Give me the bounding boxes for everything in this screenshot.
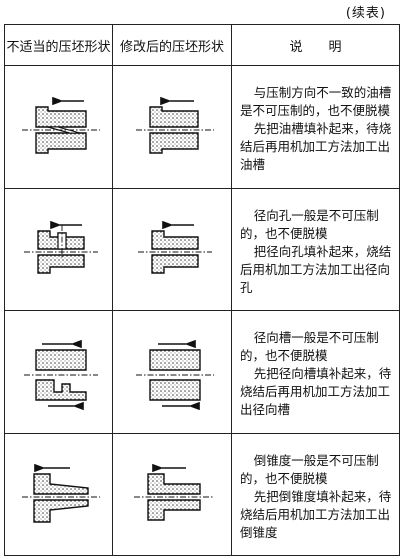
description-line: 径向孔一般是不可压制的，也不便脱模 bbox=[240, 207, 379, 241]
description-line: 先把倒锥度填补起来，待烧结后用机加工方法加工出倒锥度 bbox=[240, 488, 392, 540]
description-line: 把径向孔填补起来，烧结后用机加工方法加工出径向孔 bbox=[240, 243, 392, 295]
description-radial-groove: 径向槽一般是不可压制的，也不便脱模 先把径向槽填补起来，待烧结后再用机加工方法加… bbox=[231, 310, 400, 434]
figure-modified-radial-groove bbox=[112, 310, 232, 434]
table-row: 径向槽一般是不可压制的，也不便脱模 先把径向槽填补起来，待烧结后再用机加工方法加… bbox=[4, 310, 400, 434]
header-unsuitable: 不适当的压坯形状 bbox=[4, 24, 113, 66]
table-row: 倒锥度一般是不可压制的，也不便脱模 先把倒锥度填补起来，待烧结后用机加工方法加工… bbox=[4, 432, 400, 556]
figure-unsuitable-reverse-taper bbox=[4, 432, 113, 556]
figure-unsuitable-oil-groove bbox=[4, 65, 113, 189]
header-row: 不适当的压坯形状 修改后的压坯形状 说 明 bbox=[4, 24, 400, 66]
description-line: 先把油槽填补起来，待烧结后再用机加工方法加工出油槽 bbox=[240, 121, 392, 172]
description-line: 径向槽一般是不可压制的，也不便脱模 bbox=[240, 330, 379, 363]
description-reverse-taper: 倒锥度一般是不可压制的，也不便脱模 先把倒锥度填补起来，待烧结后用机加工方法加工… bbox=[231, 432, 400, 556]
description-line: 与压制方向不一致的油槽是不可压制的，也不便脱模 bbox=[240, 85, 392, 118]
description-radial-hole: 径向孔一般是不可压制的，也不便脱模 把径向孔填补起来，烧结后用机加工方法加工出径… bbox=[231, 187, 400, 311]
figure-modified-radial-hole bbox=[112, 187, 232, 311]
figure-modified-oil-groove bbox=[112, 65, 232, 189]
figure-modified-reverse-taper bbox=[112, 432, 232, 556]
table-row: 径向孔一般是不可压制的，也不便脱模 把径向孔填补起来，烧结后用机加工方法加工出径… bbox=[4, 187, 400, 311]
continuation-label: (续表) bbox=[345, 6, 386, 21]
figure-unsuitable-radial-hole bbox=[4, 187, 113, 311]
figure-unsuitable-radial-groove bbox=[4, 310, 113, 434]
header-description: 说 明 bbox=[231, 24, 400, 66]
header-modified: 修改后的压坯形状 bbox=[112, 24, 232, 66]
description-oil-groove: 与压制方向不一致的油槽是不可压制的，也不便脱模 先把油槽填补起来，待烧结后再用机… bbox=[231, 65, 400, 189]
description-line: 先把径向槽填补起来，待烧结后再用机加工方法加工出径向槽 bbox=[240, 366, 392, 417]
description-line: 倒锥度一般是不可压制的，也不便脱模 bbox=[240, 452, 379, 486]
comparison-table: 不适当的压坯形状 修改后的压坯形状 说 明 与压制方向不一致的油 bbox=[4, 24, 400, 556]
table-row: 与压制方向不一致的油槽是不可压制的，也不便脱模 先把油槽填补起来，待烧结后再用机… bbox=[4, 65, 400, 189]
